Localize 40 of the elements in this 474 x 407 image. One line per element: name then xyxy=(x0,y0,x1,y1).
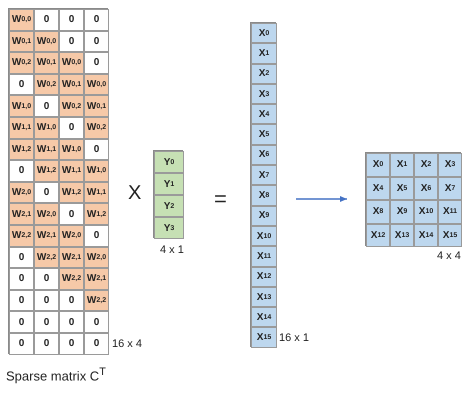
dimension-label: 16 x 1 xyxy=(279,332,309,344)
matrix-cell: 0 xyxy=(84,332,109,354)
matrix-cell: 0 xyxy=(59,116,84,139)
matrix-cell: 0 xyxy=(34,182,59,204)
matrix-label: Sparse matrix C$^{T}$ xyxy=(6,366,106,384)
matrix-cell: 0 xyxy=(9,290,34,312)
matrix-cell: 0 xyxy=(9,268,34,290)
matrix-cell: 0 xyxy=(34,9,59,31)
dimension-label: 4 x 1 xyxy=(160,244,184,256)
matrix-cell: 0 xyxy=(34,268,59,290)
equals-sign: = xyxy=(214,186,227,212)
matrix-cell: 0 xyxy=(59,30,84,52)
matrix-cell: 0 xyxy=(9,74,34,96)
arrow xyxy=(296,196,347,202)
matrix-cell: 0 xyxy=(84,224,109,247)
matrix-cell: 0 xyxy=(9,160,34,182)
multiply-sign: X xyxy=(128,182,142,205)
matrix-grid xyxy=(8,8,108,354)
matrix-cell: 0 xyxy=(34,332,59,354)
matrix-cell: 0 xyxy=(84,311,109,333)
matrix-cell: 0 xyxy=(84,138,109,160)
matrix-cell: 0 xyxy=(9,332,34,354)
matrix-cell: 0 xyxy=(59,9,84,31)
matrix-cell: 0 xyxy=(59,203,84,225)
matrix-grid xyxy=(153,150,183,238)
matrix-grid xyxy=(250,22,276,347)
dimension-label: 16 x 4 xyxy=(112,338,142,350)
matrix-cell: 0 xyxy=(84,52,109,74)
matrix-cell: 0 xyxy=(59,332,84,354)
matrix-cell: 0 xyxy=(9,246,34,268)
matrix-cell: 0 xyxy=(34,311,59,333)
matrix-grid xyxy=(365,152,461,246)
matrix-cell: 0 xyxy=(34,290,59,312)
matrix-cell: 0 xyxy=(34,95,59,117)
matrix-cell: 0 xyxy=(9,311,34,333)
dimension-label: 4 x 4 xyxy=(437,250,461,262)
matrix-cell: 0 xyxy=(84,9,109,31)
matrix-cell: 0 xyxy=(59,290,84,312)
matrix-cell: 0 xyxy=(84,30,109,52)
matrix-cell: 0 xyxy=(59,311,84,333)
